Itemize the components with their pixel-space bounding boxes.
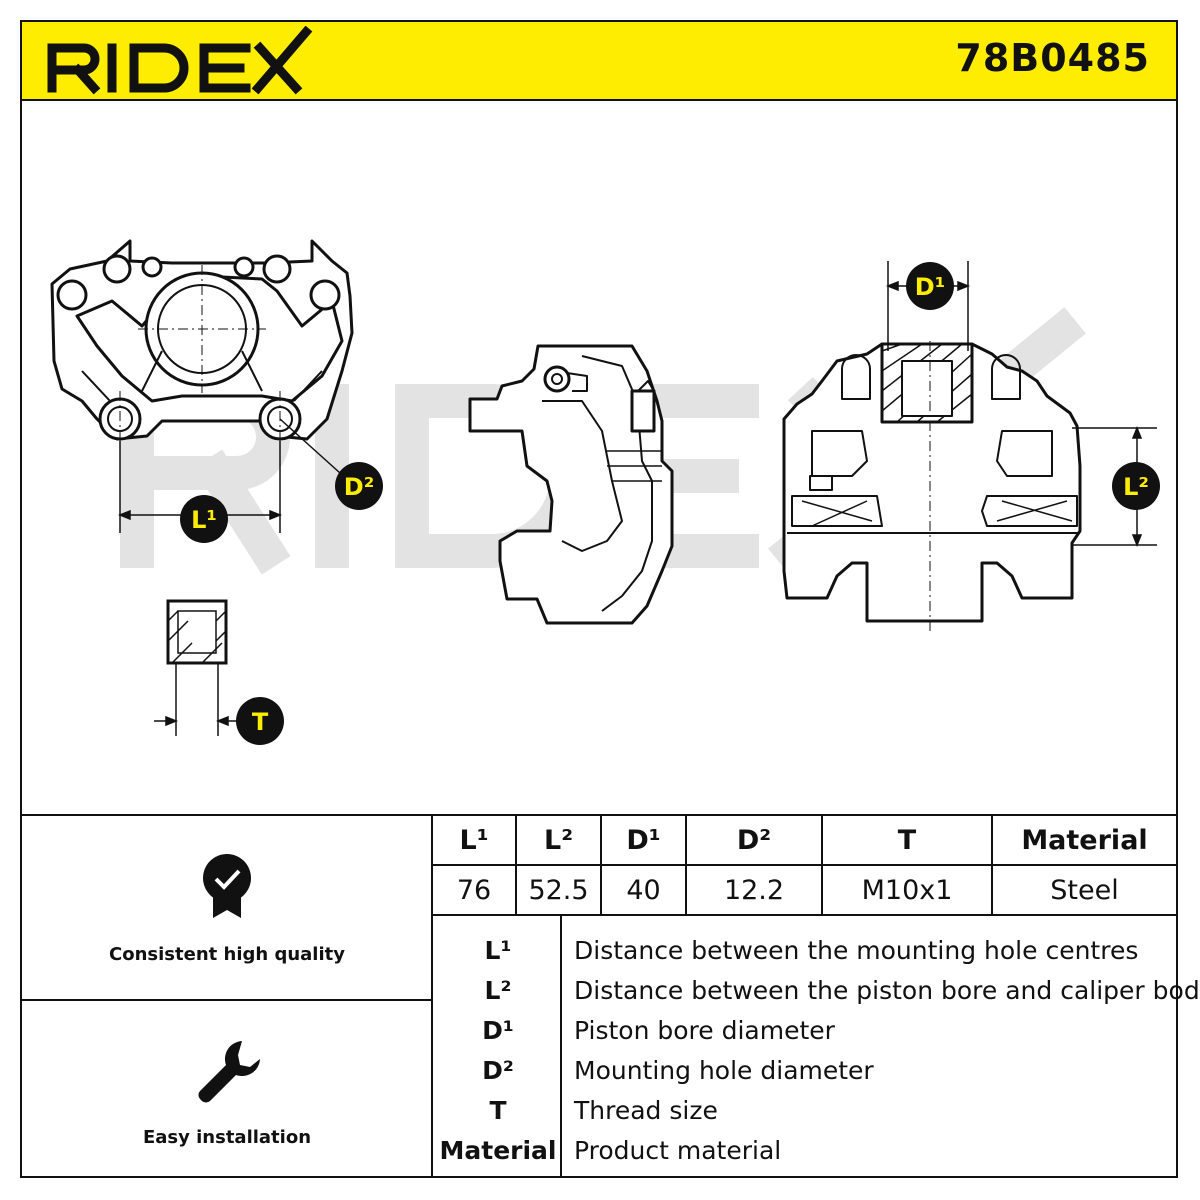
svg-text:D²: D² — [344, 473, 374, 501]
header-bar: 78B0485 — [22, 22, 1176, 101]
legend-key-d2: D² — [482, 1056, 514, 1085]
legend-desc-d2: Mounting hole diameter — [574, 1056, 874, 1085]
legend-desc-d1: Piston bore diameter — [574, 1016, 835, 1045]
feature-quality: Consistent high quality — [22, 816, 432, 999]
badge-l2: L² — [1112, 462, 1160, 510]
spec-value-l1: 76 — [456, 874, 492, 906]
legend-key-l1: L¹ — [484, 936, 512, 965]
feature-installation: Easy installation — [22, 1001, 432, 1178]
legend-key-l2: L² — [484, 976, 512, 1005]
feature-installation-label: Easy installation — [142, 1127, 312, 1148]
spec-value-l2: 52.5 — [528, 874, 589, 906]
spec-col-divider — [515, 816, 517, 915]
caliper-diagram: L¹ D² T — [50, 239, 1160, 745]
legend-desc-l1: Distance between the mounting hole centr… — [574, 936, 1139, 965]
legend-key-d1: D¹ — [482, 1016, 514, 1045]
spec-value-d1: 40 — [626, 874, 661, 906]
divider-spec-header — [432, 864, 1176, 866]
badge-t: T — [236, 697, 284, 745]
spec-header-material: Material — [1021, 824, 1148, 856]
info-section: Consistent high quality Easy installatio… — [22, 814, 1200, 1178]
spec-value-material: Steel — [1050, 874, 1119, 906]
spec-col-divider — [685, 816, 687, 915]
svg-text:L¹: L¹ — [191, 506, 217, 534]
legend-desc-material: Product material — [574, 1136, 782, 1165]
spec-col-divider — [991, 816, 993, 915]
svg-text:T: T — [252, 708, 269, 736]
spec-value-d2: 12.2 — [723, 874, 785, 906]
caliper-side-view — [468, 344, 674, 625]
thread-detail — [166, 599, 228, 665]
feature-quality-label: Consistent high quality — [109, 944, 345, 965]
product-sheet: 78B0485 — [20, 20, 1200, 1178]
spec-header-t: T — [897, 824, 917, 856]
technical-drawing: L¹ D² T — [22, 101, 1176, 814]
quality-badge-icon — [203, 854, 251, 918]
spec-value-t: M10x1 — [861, 874, 953, 906]
caliper-section-view — [782, 342, 1082, 623]
badge-l1: L¹ — [180, 495, 228, 543]
legend-key-material: Material — [439, 1136, 557, 1165]
badge-d2: D² — [335, 462, 383, 510]
svg-text:D¹: D¹ — [915, 273, 945, 301]
spec-header-l2: L² — [543, 824, 574, 856]
spec-header-l1: L¹ — [459, 824, 489, 856]
spec-header-d2: D² — [736, 824, 772, 856]
legend-desc-t: Thread size — [574, 1096, 718, 1125]
legend-desc-l2: Distance between the piston bore and cal… — [574, 976, 1200, 1005]
svg-text:L²: L² — [1123, 473, 1149, 501]
spec-col-divider — [600, 816, 602, 915]
dimension-d2 — [279, 418, 341, 474]
badge-d1: D¹ — [906, 262, 954, 310]
divider-features — [22, 999, 432, 1001]
divider-left-column — [431, 816, 433, 1178]
ridex-logo — [47, 26, 313, 95]
legend-col-divider — [560, 915, 562, 1178]
dimension-t — [154, 663, 238, 736]
wrench-icon — [198, 1041, 260, 1103]
legend-key-t: T — [489, 1096, 507, 1125]
spec-col-divider — [821, 816, 823, 915]
divider-spec-values — [432, 914, 1176, 916]
spec-header-d1: D¹ — [626, 824, 661, 856]
part-number: 78B0485 — [955, 36, 1150, 80]
